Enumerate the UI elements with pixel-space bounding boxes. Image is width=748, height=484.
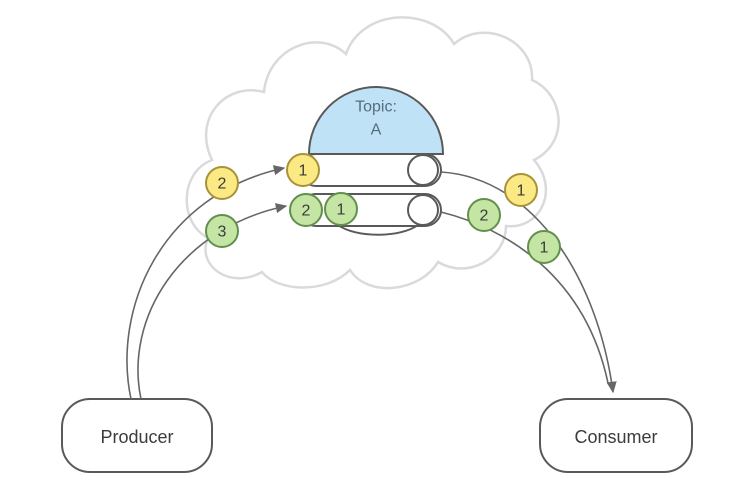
topic-label-line2: A (371, 122, 382, 139)
topic-dome (307, 86, 445, 155)
message-circle (205, 166, 239, 200)
partition-2-cap (407, 194, 439, 226)
message-value: 1 (517, 183, 526, 200)
producer-message-badge-green-3: 3 (205, 214, 239, 248)
partition-1-pipe (299, 153, 442, 187)
message-circle (324, 192, 358, 226)
message-value: 1 (299, 163, 308, 180)
message-value: 2 (480, 208, 489, 225)
consumer-message-badge-yellow-1: 1 (504, 173, 538, 207)
message-value: 2 (302, 203, 311, 220)
consumer-box (539, 398, 693, 473)
consumer-message-badge-green-1: 1 (527, 230, 561, 264)
topic-label-line1: Topic: (355, 99, 397, 116)
producer-arrow-to-partition-2 (137, 203, 288, 400)
message-circle (467, 198, 501, 232)
producer-arrow-to-partition-1 (126, 165, 286, 400)
message-value: 2 (218, 176, 227, 193)
message-value: 1 (337, 202, 346, 219)
sphere-bottom-arc (337, 224, 419, 236)
producer-message-badge-yellow-2: 2 (205, 166, 239, 200)
partition-2-message-badge-green-2: 2 (289, 193, 323, 227)
producer-label: Producer (100, 427, 173, 447)
message-circle (504, 173, 538, 207)
message-value: 1 (540, 240, 549, 257)
message-value: 3 (218, 224, 227, 241)
message-circle (205, 214, 239, 248)
consumer-message-badge-green-2: 2 (467, 198, 501, 232)
message-circle (286, 153, 320, 187)
message-circle (527, 230, 561, 264)
partition-2-message-badge-green-1: 1 (324, 192, 358, 226)
consumer-label: Consumer (574, 427, 657, 447)
partition-1-cap (407, 154, 439, 186)
message-circle (289, 193, 323, 227)
partition-1-message-badge-yellow-1: 1 (286, 153, 320, 187)
producer-box (61, 398, 213, 473)
